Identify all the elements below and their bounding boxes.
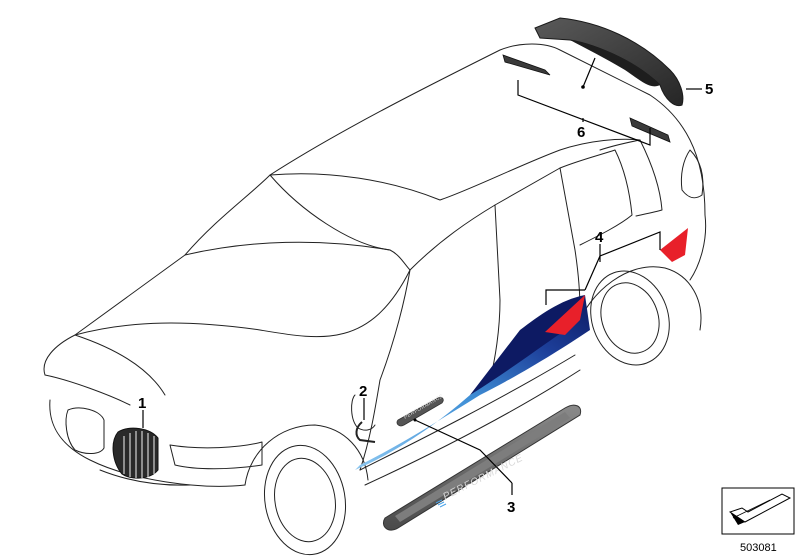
door-sill-badge: PERFORMANCE	[396, 393, 445, 427]
door-sill-badge-text: PERFORMANCE	[403, 393, 445, 420]
rear-spoiler	[534, 17, 684, 107]
stripe-red-accent-front	[545, 295, 585, 335]
callout-1: 1	[138, 395, 146, 412]
callout-labels: 1 2 3 4 5 6	[138, 81, 713, 516]
callout-4: 4	[595, 229, 604, 246]
door-sill-plate: PERFORMANCE	[383, 404, 582, 531]
side-stripe-decal	[355, 228, 688, 470]
callout-3: 3	[507, 499, 515, 516]
callout-2: 2	[359, 383, 367, 400]
reference-number: 503081	[740, 542, 777, 554]
mirror-trim	[355, 421, 376, 443]
callout-5: 5	[705, 81, 713, 98]
stripe-red-accent-rear	[660, 228, 688, 262]
orientation-arrow-icon	[721, 487, 795, 535]
leader-lines	[142, 57, 702, 495]
callout-6: 6	[577, 124, 585, 141]
car-outline	[43, 43, 707, 556]
kidney-grille	[112, 427, 159, 479]
